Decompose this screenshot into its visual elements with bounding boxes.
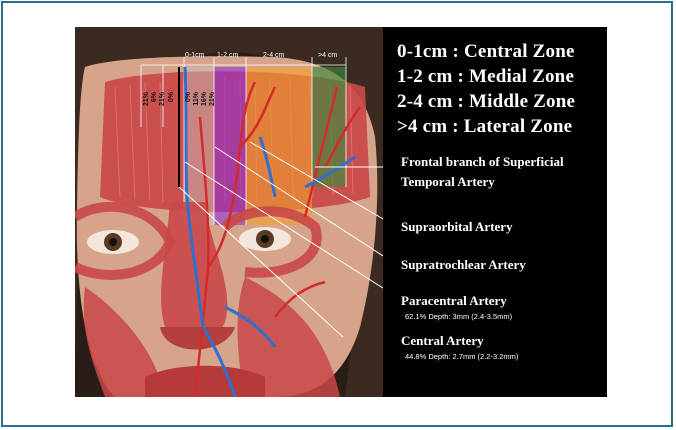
leader-paracentral [185, 162, 397, 297]
label-frontal-branch-line2: Temporal Artery [401, 174, 495, 190]
zone-legend-middle: 2-4 cm : Middle Zone [397, 91, 575, 113]
label-supraorbital-artery: Supraorbital Artery [401, 219, 513, 235]
label-central-artery: Central Artery [401, 333, 484, 349]
central-statistics: 44.8% Depth: 2.7mm (2.2-3.2mm) [405, 352, 518, 361]
zone-legend-lateral: >4 cm : Lateral Zone [397, 116, 572, 138]
anatomy-figure: 0-1cm 1-2 cm 2-4 cm >4 cm 21% 6% 21% 0% … [75, 27, 607, 397]
leader-central [179, 187, 343, 337]
label-paracentral-artery: Paracentral Artery [401, 293, 507, 309]
leader-supratrochlear [215, 147, 397, 265]
label-frontal-branch-line1: Frontal branch of Superficial [401, 154, 564, 170]
zone-legend-central: 0-1cm : Central Zone [397, 41, 575, 63]
paracentral-statistics: 62.1% Depth: 3mm (2.4-3.5mm) [405, 312, 512, 321]
label-supratrochlear-artery: Supratrochlear Artery [401, 257, 526, 273]
zone-legend-medial: 1-2 cm : Medial Zone [397, 66, 574, 88]
